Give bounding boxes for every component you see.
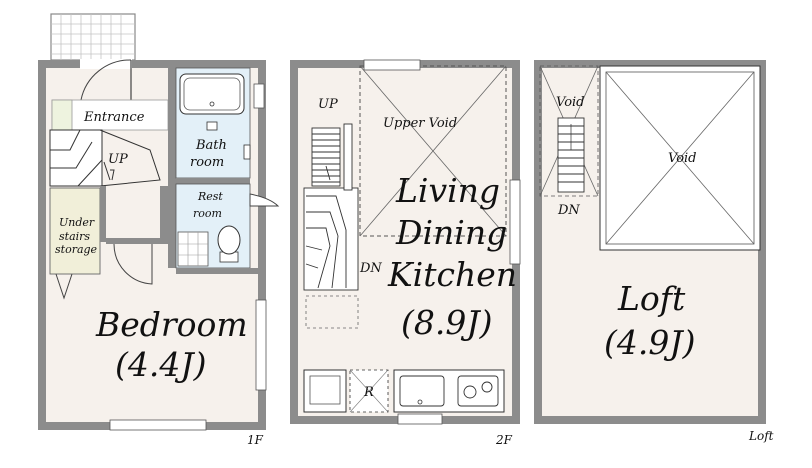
floor-label-1f: 1F (247, 433, 264, 447)
floor-label-loft: Loft (748, 429, 774, 443)
wet-area (168, 67, 280, 269)
floor-1f: Entrance UP Bath room Rest room Under st… (38, 13, 280, 447)
ldk-label-line2: Dining (395, 213, 507, 252)
floor-2f: UP DN Upper Void Living Dining Kitchen (… (290, 59, 521, 447)
bathtub (179, 73, 245, 115)
loft-ladder (557, 117, 585, 193)
loft-void-small (539, 65, 599, 197)
sink (399, 375, 445, 407)
ldk-size-label: (8.9J) (401, 303, 492, 342)
storage-label-line3: storage (55, 243, 98, 256)
storage-label-line1: Under (59, 216, 95, 229)
loft-size-label: (4.9J) (604, 323, 695, 362)
storage-label-line2: stairs (59, 230, 90, 243)
floor-loft: Void Void DN Loft (4.9J) Loft (534, 60, 774, 443)
window-side-2f (509, 179, 521, 265)
bath-label-line2: room (190, 155, 224, 170)
stair-dn-label-2f: DN (359, 261, 382, 276)
ldk-label-line3: Kitchen (387, 255, 517, 294)
bath-label-line1: Bath (195, 138, 227, 153)
bedroom-window-bottom (109, 419, 207, 431)
bedroom-window-side (255, 299, 267, 391)
rest-room-door (249, 193, 280, 207)
stair-up-label-1f: UP (108, 152, 128, 167)
toilet-bowl (217, 225, 241, 255)
stair-up-label-2f: UP (318, 97, 338, 112)
window-bottom-2f (397, 413, 443, 425)
fridge-label: R (363, 385, 374, 400)
kitchen-unit (393, 369, 505, 413)
entrance-door-swing (80, 59, 132, 101)
burner-right (481, 381, 493, 393)
bedroom-label: Bedroom (95, 305, 248, 344)
loft-stair-dn-label: DN (557, 203, 580, 218)
stairs-2f (303, 123, 359, 291)
ldk-label-line1: Living (395, 171, 500, 210)
kitchen-counter (303, 369, 505, 413)
stairs-1f (49, 129, 161, 187)
washer-space (303, 369, 347, 413)
bath-window (253, 83, 265, 109)
rest-label-line2: room (193, 207, 222, 220)
stair-landing-dashed (305, 295, 359, 329)
entrance-porch (50, 13, 136, 61)
storage-door (55, 273, 73, 300)
upper-void (359, 65, 507, 237)
upper-void-label: Upper Void (383, 116, 457, 131)
bedroom-size-label: (4.4J) (115, 345, 206, 384)
entrance-label: Entrance (83, 110, 145, 125)
rest-label-line1: Rest (197, 190, 223, 203)
loft-label: Loft (617, 279, 686, 318)
loft-void-small-label: Void (556, 95, 585, 110)
loft-void-large-label: Void (668, 151, 697, 166)
burner-left (463, 385, 477, 399)
floor-label-2f: 2F (495, 433, 513, 447)
window-top-2f (363, 59, 421, 71)
stove (457, 375, 499, 407)
bedroom-door-swing (113, 243, 153, 285)
